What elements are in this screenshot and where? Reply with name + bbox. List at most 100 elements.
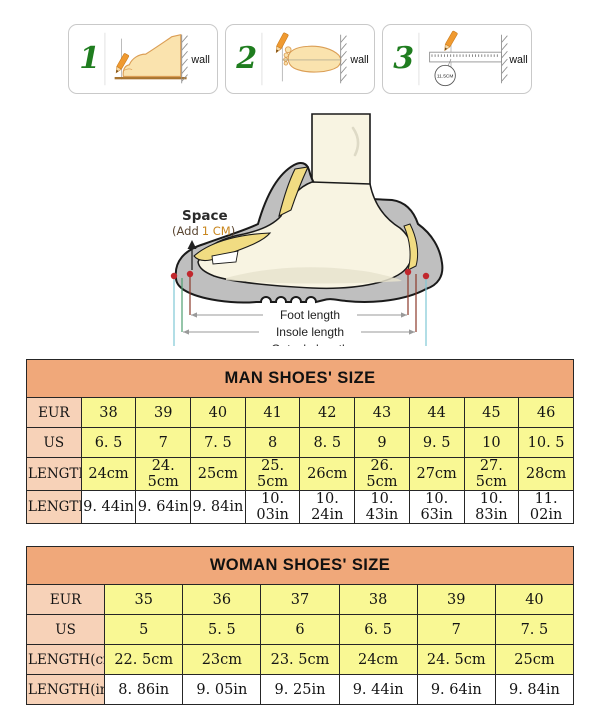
- heel-lining: [403, 223, 419, 271]
- size-cell: 42: [299, 397, 356, 428]
- size-cell: 9. 64in: [135, 490, 192, 524]
- wall-label: wall: [509, 54, 528, 66]
- size-cell: 9. 25in: [260, 674, 340, 705]
- size-cell: 44: [408, 397, 465, 428]
- table-row: US 6. 5 7 7. 5 8 8. 5 9 9. 5 10 10. 5: [26, 427, 574, 458]
- size-cell: 24. 5cm: [135, 457, 192, 491]
- table-row: LENGTH(cm) 24cm 24. 5cm 25cm 25. 5cm 26c…: [26, 457, 574, 491]
- size-cell: 10. 24in: [299, 490, 356, 524]
- toe-notch: [211, 250, 239, 265]
- foot-top-icon: [287, 45, 342, 73]
- step-1-illustration: wall: [104, 32, 210, 86]
- table-row: LENGTH(in) 8. 86in 9. 05in 9. 25in 9. 44…: [25, 674, 575, 705]
- man-size-table: MAN SHOES' SIZE EUR 38 39 40 41 42 43 44…: [26, 359, 574, 524]
- size-cell: 10. 43in: [354, 490, 410, 524]
- step-2-illustration: wall: [261, 32, 369, 86]
- table-row: LENGTH(in) 9. 44in 9. 64in 9. 84in 10. 0…: [26, 490, 574, 524]
- size-cell: 23cm: [182, 644, 262, 675]
- row-label-eur: EUR: [25, 584, 106, 615]
- wall-label: wall: [191, 54, 210, 66]
- size-cell: 7. 5: [494, 614, 575, 645]
- size-cell: 28cm: [518, 457, 574, 491]
- table-row: US 5 5. 5 6 6. 5 7 7. 5: [25, 614, 575, 645]
- step-panel-1: 1 wall: [68, 24, 218, 94]
- man-table-title: MAN SHOES' SIZE: [26, 359, 574, 398]
- size-cell: 24cm: [80, 457, 137, 491]
- size-cell: 38: [338, 584, 418, 615]
- pencil-icon: [444, 30, 458, 52]
- toe-lining: [193, 232, 272, 261]
- size-cell: 7. 5: [190, 427, 246, 458]
- size-cell: 9: [354, 427, 410, 458]
- size-cell: 9. 5: [408, 427, 465, 458]
- ruler-reading: 11.5CM: [437, 73, 454, 79]
- step-3-illustration: 11.5CM wall: [418, 30, 528, 87]
- size-cell: 23. 5cm: [260, 644, 340, 675]
- row-label-length-in: LENGTH(in): [25, 674, 106, 705]
- row-label-eur: EUR: [26, 397, 82, 428]
- step-panel-2: 2 wall: [225, 24, 375, 94]
- size-cell: 25. 5cm: [244, 457, 301, 491]
- table-row: LENGTH(cm) 22. 5cm 23cm 23. 5cm 24cm 24.…: [25, 644, 575, 675]
- pencil-icon: [276, 32, 289, 54]
- wall-label: wall: [350, 54, 369, 66]
- size-cell: 8. 5: [299, 427, 356, 458]
- insole-length-label: Insole length: [276, 325, 344, 339]
- size-cell: 9. 44in: [80, 490, 137, 524]
- wall-hatch-icon: [340, 34, 348, 84]
- size-cell: 11. 02in: [518, 490, 574, 524]
- size-cell: 6: [260, 614, 340, 645]
- table-row: EUR 38 39 40 41 42 43 44 45 46: [26, 397, 574, 428]
- size-cell: 10. 83in: [463, 490, 520, 524]
- size-cell: 9. 64in: [416, 674, 496, 705]
- measurement-callout-circle: [434, 64, 457, 87]
- size-cell: 5: [104, 614, 184, 645]
- dimension-arrowheads: [183, 312, 415, 335]
- step-number-2: 2: [236, 41, 258, 76]
- foot-length-label: Foot length: [280, 308, 340, 322]
- size-cell: 24cm: [338, 644, 418, 675]
- size-cell: 38: [80, 397, 137, 428]
- measure-steps: 1 wall 2: [0, 24, 600, 94]
- row-label-us: US: [26, 427, 82, 458]
- size-cell: 7: [135, 427, 192, 458]
- outsole-length-label: Outsole length: [271, 342, 348, 346]
- size-cell: 40: [190, 397, 246, 428]
- size-cell: 46: [518, 397, 574, 428]
- pencil-icon: [116, 53, 130, 74]
- size-cell: 10. 63in: [408, 490, 465, 524]
- size-cell: 10: [463, 427, 520, 458]
- size-cell: 9. 44in: [338, 674, 418, 705]
- size-cell: 41: [244, 397, 301, 428]
- size-cell: 9. 84in: [190, 490, 246, 524]
- foot-shape: [197, 181, 413, 290]
- row-label-us: US: [25, 614, 106, 645]
- row-label-length-in: LENGTH(in): [26, 490, 82, 524]
- size-cell: 9. 05in: [182, 674, 262, 705]
- row-label-length-cm: LENGTH(cm): [26, 457, 82, 491]
- step-number-3: 3: [393, 41, 415, 76]
- measure-point-dots: [170, 268, 430, 280]
- size-cell: 39: [416, 584, 496, 615]
- collar-lining: [278, 166, 309, 218]
- size-cell: 10. 5: [518, 427, 574, 458]
- size-cell: 24. 5cm: [416, 644, 496, 675]
- size-cell: 9. 84in: [494, 674, 575, 705]
- size-cell: 10. 03in: [244, 490, 301, 524]
- size-cell: 26. 5cm: [354, 457, 410, 491]
- floor-line: [114, 76, 187, 80]
- foot-measurement-diagram: Foot length Insole length Outsole length…: [0, 108, 600, 351]
- dimension-lines: [183, 314, 415, 333]
- size-cell: 27cm: [408, 457, 465, 491]
- size-cell: 8. 86in: [104, 674, 184, 705]
- ruler-icon: [429, 51, 503, 63]
- size-cell: 5. 5: [182, 614, 262, 645]
- step-number-1: 1: [79, 41, 101, 76]
- size-cell: 25cm: [190, 457, 246, 491]
- wall-hatch-icon: [501, 34, 508, 84]
- size-cell: 39: [135, 397, 192, 428]
- size-cell: 36: [182, 584, 262, 615]
- size-cell: 22. 5cm: [104, 644, 184, 675]
- woman-size-table: WOMAN SHOES' SIZE EUR 35 36 37 38 39 40 …: [25, 546, 575, 705]
